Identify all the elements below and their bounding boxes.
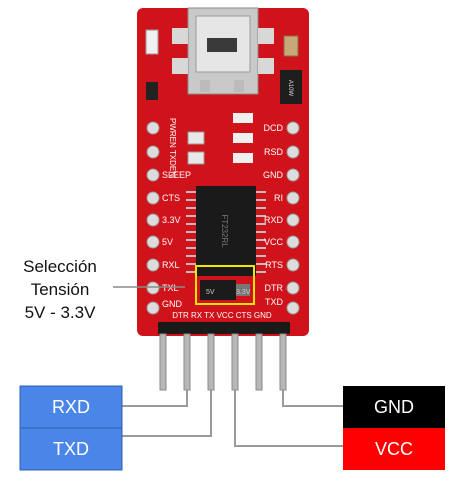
jumper-highlight-box bbox=[195, 265, 255, 305]
wire-vcc bbox=[234, 390, 343, 447]
svg-text:A10W: A10W bbox=[287, 80, 293, 97]
pin-label-txd: TXD bbox=[265, 297, 284, 307]
pin-label-gnd-right: GND bbox=[263, 170, 284, 180]
left-pin-holes bbox=[146, 121, 160, 315]
wire-rxd bbox=[122, 390, 188, 407]
annotation-line-2: Tensión bbox=[30, 280, 90, 299]
pin-label-rxl: RXL bbox=[162, 260, 180, 270]
pin-label-txl: TXL bbox=[162, 283, 179, 293]
pin-label-3v3: 3.3V bbox=[162, 215, 181, 225]
rxd-box-bg bbox=[19, 385, 123, 429]
vcc-label: VCC bbox=[374, 438, 413, 459]
txd-box-bg bbox=[19, 427, 123, 471]
gnd-label: GND bbox=[374, 396, 414, 417]
annotation-line-3: 5V - 3.3V bbox=[24, 303, 96, 322]
pin-label-rts: RTS bbox=[265, 260, 283, 270]
wires bbox=[122, 390, 343, 447]
annotation-line-1: Selección bbox=[23, 257, 97, 276]
pin-label-rsd: RSD bbox=[264, 147, 284, 157]
right-pin-labels: DCD RSD GND RI RXD VCC RTS DTR TXD bbox=[263, 123, 284, 307]
pin-label-dcd: DCD bbox=[264, 123, 284, 133]
right-pin-holes bbox=[286, 121, 300, 315]
txd-label: TXD bbox=[53, 438, 89, 459]
bottom-header-silkscreen: DTR RX TX VCC CTS GND bbox=[172, 311, 272, 320]
pin-label-dtr: DTR bbox=[265, 283, 284, 293]
ft232-chip: FT232RL bbox=[186, 186, 266, 276]
wire-txd bbox=[122, 390, 212, 437]
pin-label-gnd: GND bbox=[162, 299, 183, 309]
pwren-txden-silkscreen: PWREN TXDEN bbox=[168, 118, 177, 177]
vcc-box-bg bbox=[343, 428, 445, 470]
left-pin-labels: SLEEP CTS 3.3V 5V RXL TXL GND bbox=[162, 170, 191, 309]
bottom-header-pins bbox=[158, 322, 290, 391]
pin-label-vcc: VCC bbox=[264, 237, 284, 247]
wire-gnd bbox=[282, 390, 343, 407]
pin-label-rxd: RXD bbox=[264, 215, 284, 225]
voltage-jumper: 5V 3.3V bbox=[195, 265, 255, 305]
pin-label-sleep: SLEEP bbox=[162, 170, 191, 180]
usb-connector bbox=[187, 7, 259, 95]
voltage-selection-annotation: Selección Tensión 5V - 3.3V bbox=[10, 255, 110, 324]
pin-label-ri: RI bbox=[274, 193, 283, 203]
pin-label-5v: 5V bbox=[162, 237, 173, 247]
gnd-box-bg bbox=[343, 386, 445, 428]
svg-text:FT232RL: FT232RL bbox=[220, 214, 229, 248]
pin-label-cts: CTS bbox=[162, 193, 180, 203]
rxd-label: RXD bbox=[51, 396, 90, 417]
svg-text:3.3V: 3.3V bbox=[236, 289, 251, 296]
resistor-a10w: A10W bbox=[280, 70, 302, 104]
svg-text:5V: 5V bbox=[206, 289, 215, 296]
pcb-board bbox=[137, 8, 309, 336]
